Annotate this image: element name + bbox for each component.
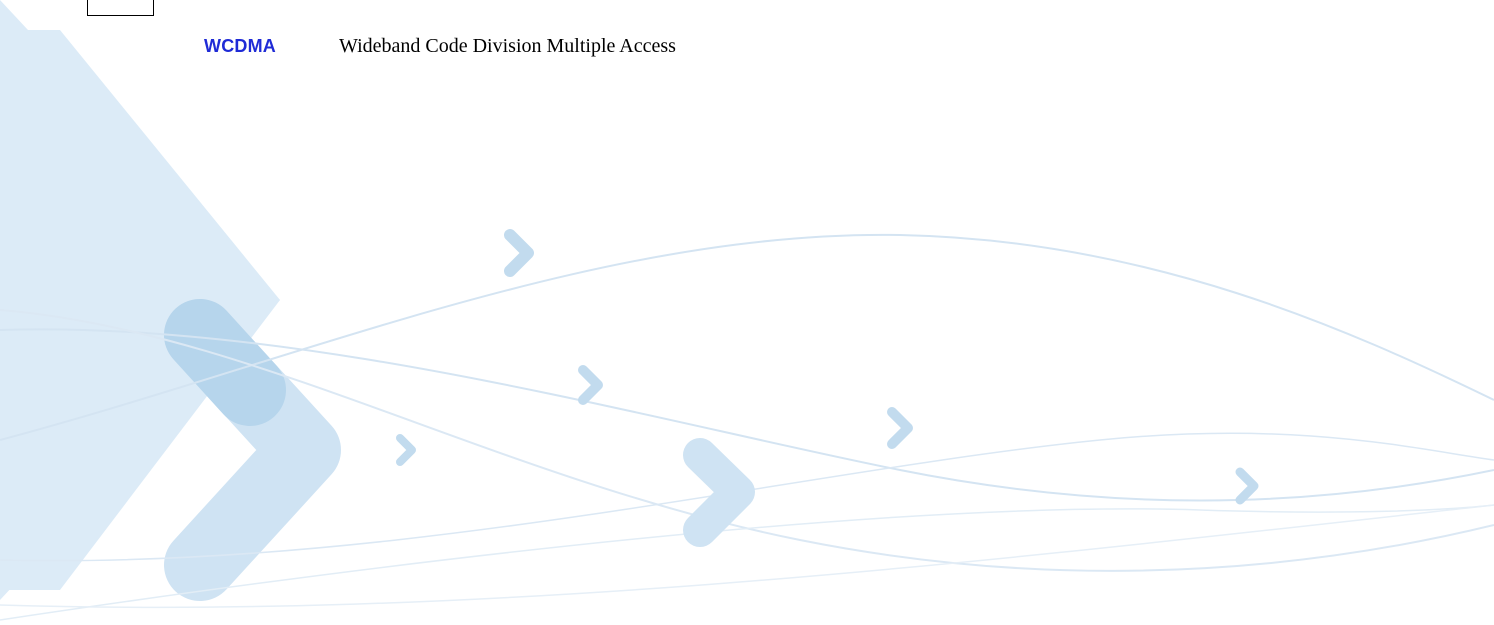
chevron-accent-5: [1235, 467, 1259, 505]
swoosh-line-3: [0, 309, 1494, 572]
chevron-accent-1: [504, 229, 534, 277]
chevron-accent-4: [887, 407, 913, 449]
swoosh-line-2: [0, 328, 1494, 502]
swoosh-line-4: [0, 432, 1494, 562]
chevron-accent-2: [578, 365, 603, 405]
swoosh-line-6: [0, 504, 1494, 609]
chevron-accent-large: [683, 438, 755, 547]
large-chevron-polygon: [0, 30, 280, 590]
page-corner-box: [87, 0, 154, 16]
rounded-chevron-overlap: [164, 299, 286, 426]
swoosh-line-1: [0, 233, 1494, 441]
glossary-entry: WCDMA Wideband Code Division Multiple Ac…: [204, 35, 676, 58]
chevron-accent-3: [396, 434, 416, 466]
glossary-definition: Wideband Code Division Multiple Access: [339, 35, 676, 57]
swoosh-line-5: [0, 504, 1494, 621]
glossary-term: WCDMA: [204, 36, 276, 56]
